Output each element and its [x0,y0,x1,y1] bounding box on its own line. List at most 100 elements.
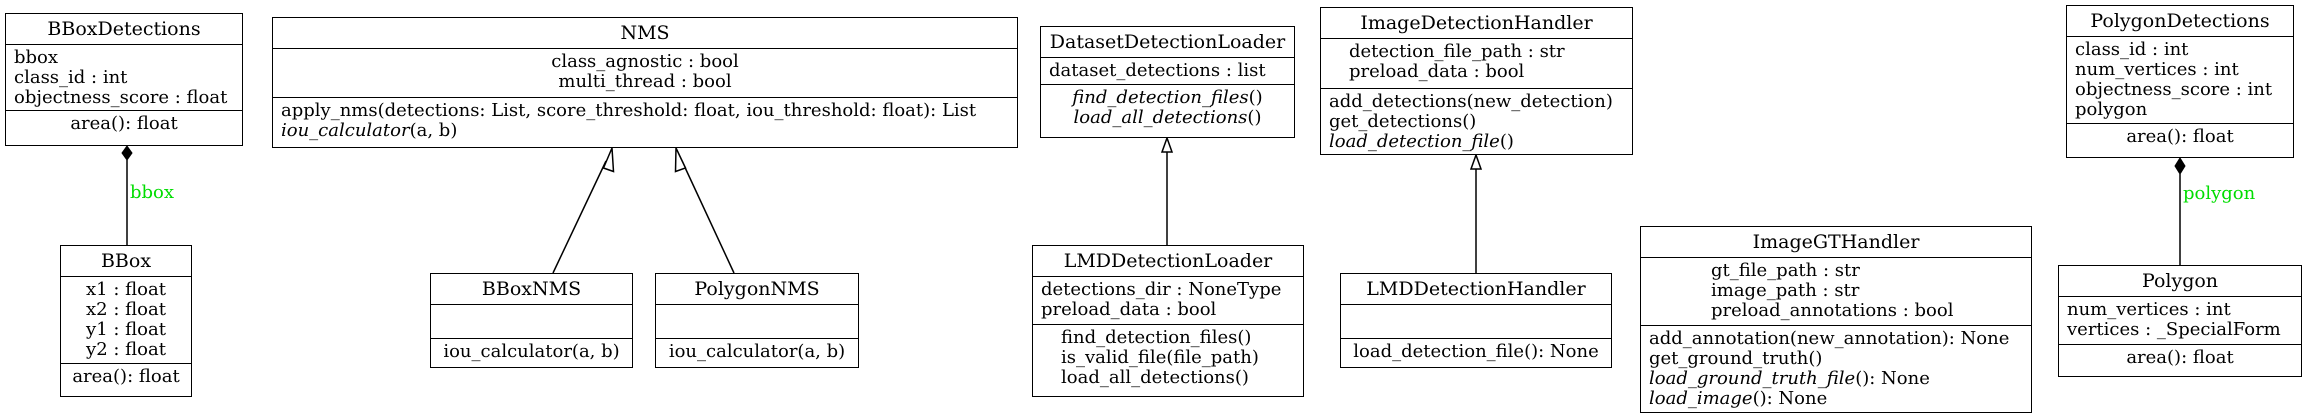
methods-section: load_detection_file(): None [1341,338,1611,365]
attributes-section [1341,304,1611,338]
method: load_detection_file(): None [1353,341,1599,362]
class-bbox-detections: BBoxDetections bbox class_id : int objec… [5,13,243,146]
method: add_detections(new_detection) [1329,92,1624,112]
class-name: BBoxDetections [47,18,201,40]
attributes-section: detections_dir : NoneType preload_data :… [1033,276,1303,324]
attributes-section: num_vertices : int vertices : _SpecialFo… [2059,296,2301,344]
method: iou_calculator(a, b) [281,121,1009,141]
attribute: class_agnostic : bool [551,51,739,72]
class-polygon-detections: PolygonDetections class_id : int num_ver… [2066,5,2294,158]
method-args: () [1808,348,1823,369]
attribute: y2 : float [86,339,166,360]
method: area(): float [2126,347,2234,368]
inheritance-line-polygonnms [681,160,735,274]
method-args: (): None [1752,388,1828,409]
method-name: add_annotation [1649,328,1790,349]
class-name: DatasetDetectionLoader [1049,31,1286,53]
methods-section: find_detection_files() load_all_detectio… [1041,84,1294,131]
method-args: () [1248,87,1263,108]
class-polygon-nms: PolygonNMS iou_calculator(a, b) [655,273,859,368]
methods-section: area(): float [6,110,242,137]
class-image-gt-handler: ImageGTHandler gt_file_path : str image_… [1640,226,2032,413]
methods-section: find_detection_files() is_valid_file(fil… [1033,324,1303,391]
method: area(): float [2126,126,2234,147]
class-name: BBox [100,250,152,272]
inheritance-arrow-polygonnms [674,147,687,173]
attribute: class_id : int [14,67,128,88]
attribute: preload_data : bool [1349,61,1525,82]
attribute: detections_dir : NoneType [1041,279,1282,300]
method-name: get_ground_truth [1649,348,1809,369]
attribute: vertices : _SpecialForm [2067,319,2281,340]
attribute: dataset_detections : list [1049,60,1266,81]
class-polygon: Polygon num_vertices : int vertices : _S… [2058,265,2302,377]
attribute: x2 : float [86,299,166,320]
method-args: (new_detection) [1466,91,1613,112]
method-name: add_detections [1329,91,1467,112]
method-args: () [1499,131,1514,152]
methods-section: apply_nms(detections: List, score_thresh… [273,97,1017,144]
attribute: preload_annotations : bool [1711,300,1954,321]
method-name: load_ground_truth_file [1649,368,1856,389]
method-args: () [1462,111,1477,132]
method: get_detections() [1329,112,1624,132]
composition-diamond-bbox [121,145,133,161]
method: iou_calculator(a, b) [668,341,846,362]
attributes-section: bbox class_id : int objectness_score : f… [6,44,242,110]
method-args: () [1247,107,1262,128]
class-name: Polygon [2141,270,2219,292]
method: load_ground_truth_file(): None [1649,369,2023,389]
methods-section: area(): float [2067,123,2293,150]
methods-section: iou_calculator(a, b) [656,338,858,365]
methods-section: area(): float [61,363,191,390]
inheritance-arrow-lmdhandler [1469,152,1483,170]
attribute: y1 : float [86,319,166,340]
method-name: find_detection_files [1072,87,1249,108]
class-name: BBoxNMS [481,278,582,300]
class-lmd-detection-handler: LMDDetectionHandler load_detection_file(… [1340,273,1612,368]
method: apply_nms(detections: List, score_thresh… [281,101,1009,121]
method-name: get_detections [1329,111,1463,132]
class-name: PolygonDetections [2090,10,2270,32]
method-name: load_image [1649,388,1753,409]
class-name: PolygonNMS [694,278,820,300]
method: find_detection_files() [1061,327,1252,348]
inheritance-arrow-lmdloader [1160,135,1174,153]
attribute: num_vertices : int [2075,59,2239,80]
attribute: class_id : int [2075,39,2189,60]
method-args: (new_annotation): None [1789,328,2010,349]
attribute: multi_thread : bool [558,71,732,92]
method: iou_calculator(a, b) [443,341,620,362]
attribute: image_path : str [1711,280,1860,301]
method: load_image(): None [1649,389,2023,409]
methods-section: add_annotation(new_annotation): None get… [1641,325,2031,412]
method-name: load_detection_file [1329,131,1500,152]
attribute: polygon [2075,99,2148,120]
method-args: (): None [1855,368,1930,389]
methods-section: area(): float [2059,344,2301,371]
method-name: iou_calculator [281,120,410,141]
inheritance-line-bboxnms [552,160,607,274]
attributes-section: dataset_detections : list [1041,57,1294,84]
method-args: (a, b) [409,120,458,141]
attributes-section: detection_file_path : str preload_data :… [1321,38,1632,88]
class-name: ImageGTHandler [1752,231,1920,253]
attribute: detection_file_path : str [1349,41,1565,62]
class-dataset-detection-loader: DatasetDetectionLoader dataset_detection… [1040,26,1295,138]
attributes-section: gt_file_path : str image_path : str prel… [1641,257,2031,325]
composition-label-polygon: polygon [2183,183,2256,204]
class-image-detection-handler: ImageDetectionHandler detection_file_pat… [1320,7,1633,155]
class-bbox: BBox x1 : float x2 : float y1 : float y2… [60,245,192,397]
class-name: ImageDetectionHandler [1360,12,1593,34]
method: load_detection_file() [1329,132,1624,152]
class-name: NMS [620,22,670,44]
attribute: preload_data : bool [1041,299,1217,320]
method: area(): float [70,113,178,134]
attributes-section [656,304,858,338]
class-lmd-detection-loader: LMDDetectionLoader detections_dir : None… [1032,245,1304,397]
method: get_ground_truth() [1649,349,2023,369]
method: load_all_detections() [1049,108,1286,128]
methods-section: add_detections(new_detection) get_detect… [1321,88,1632,155]
